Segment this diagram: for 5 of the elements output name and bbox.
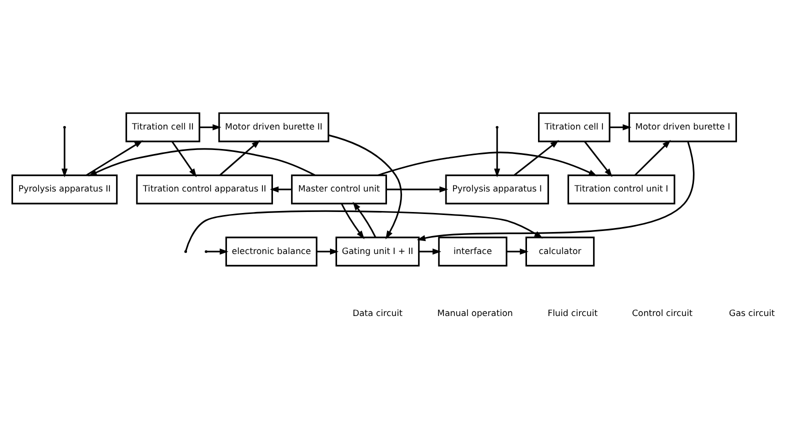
legend-label: Manual operation: [437, 308, 513, 318]
legend-label: Data circuit: [352, 308, 403, 318]
legend-label: Fluid circuit: [548, 308, 598, 318]
legend-label: Gas circuit: [729, 308, 775, 318]
legend-label: Control circuit: [632, 308, 693, 318]
